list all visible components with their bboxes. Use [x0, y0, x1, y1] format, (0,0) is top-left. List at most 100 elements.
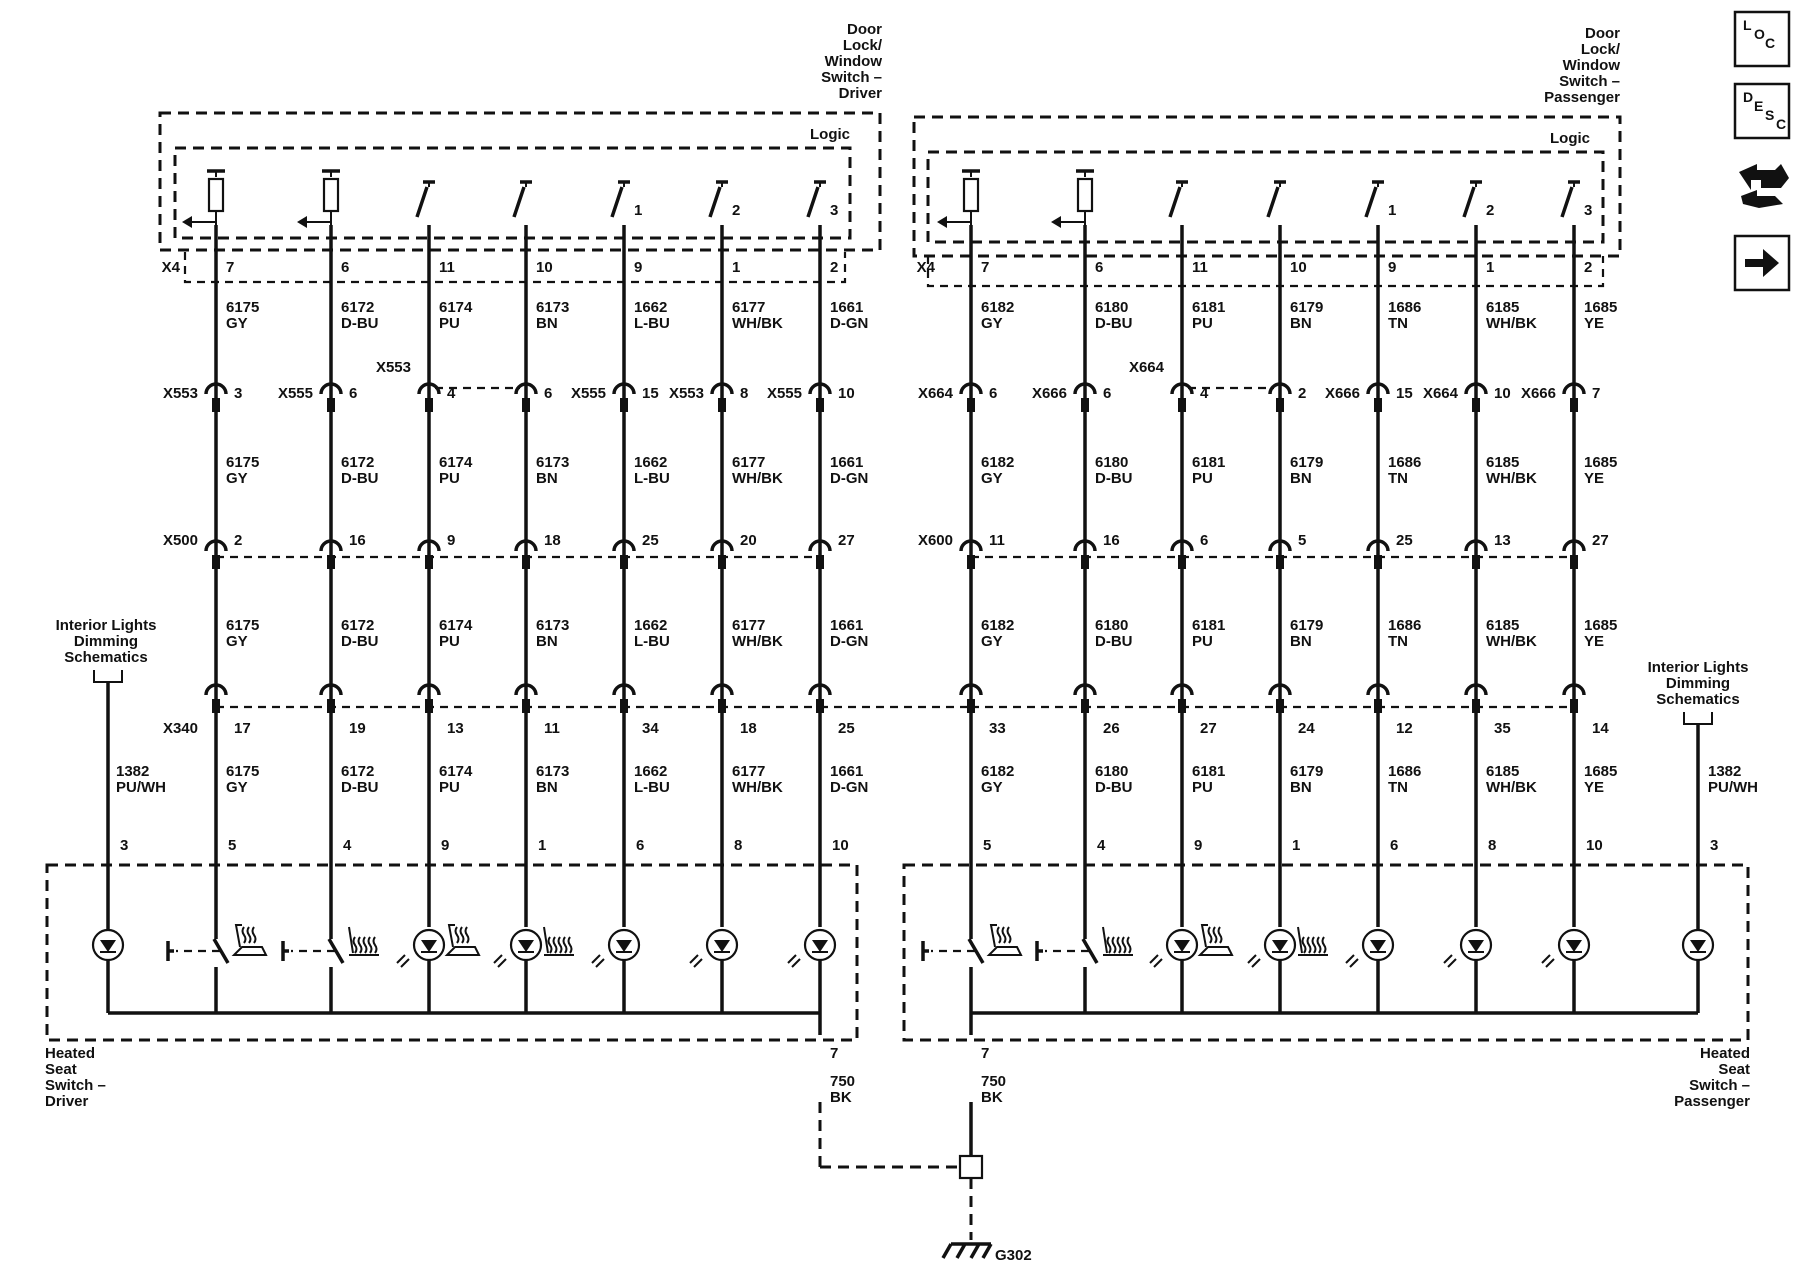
chassis-ground-icon	[941, 1242, 993, 1259]
mid-connector-terminal	[204, 382, 228, 412]
x4-pin: 1	[732, 259, 740, 276]
seat-cushion	[1197, 946, 1234, 956]
heat-wave	[1217, 926, 1223, 944]
pullup-resistor	[207, 177, 225, 213]
connector-end-view-icon[interactable]	[1739, 164, 1789, 208]
circuit-number: 1686	[1388, 763, 1421, 780]
heat-wave	[552, 936, 558, 954]
mid-connector-terminal	[417, 382, 441, 412]
terminal-pin	[425, 398, 433, 412]
door-switch-title-line: Passenger	[1544, 89, 1620, 106]
terminal-pin	[718, 398, 726, 412]
led-ray	[1447, 958, 1457, 968]
logic-label: Logic	[810, 126, 850, 143]
led-ray	[1153, 958, 1163, 968]
door-switch-box	[158, 111, 882, 252]
x500-terminal	[710, 539, 734, 569]
x500-terminal	[1073, 539, 1097, 569]
heat-wave	[1006, 926, 1012, 944]
wire-color: L-BU	[634, 315, 670, 332]
x500-terminal	[417, 539, 441, 569]
illum-circuit-number: 1382	[1708, 763, 1741, 780]
seat-back	[543, 926, 549, 954]
terminal-pin	[1374, 699, 1382, 713]
heated-seat-switch-box	[45, 863, 859, 1042]
circuit-number: 1661	[830, 617, 863, 634]
x340-pin: 19	[349, 720, 366, 737]
heat-wave	[367, 936, 373, 954]
terminal-arc	[1073, 382, 1097, 395]
wire-color: BN	[1290, 470, 1312, 487]
door-switch-title-line: Lock/	[1581, 41, 1621, 58]
ground-circuit-number: 750	[830, 1073, 855, 1090]
led-ray	[1149, 954, 1159, 964]
mid-connector-pin: 2	[1298, 385, 1306, 402]
circuit-number: 6179	[1290, 454, 1323, 471]
led-diode	[421, 940, 437, 952]
terminal-pin	[1472, 699, 1480, 713]
terminal-pin	[967, 699, 975, 713]
pullup-resistor	[1076, 177, 1094, 213]
heated-seat-title: Seat	[45, 1061, 77, 1078]
wire-color: PU	[1192, 470, 1213, 487]
x500-terminal	[1366, 539, 1390, 569]
x500-terminal	[959, 539, 983, 569]
terminal-pin	[1276, 555, 1284, 569]
heat-wave	[1111, 936, 1117, 954]
heat-wave	[567, 936, 573, 954]
x4-pin: 7	[981, 259, 989, 276]
x500-terminal	[514, 539, 538, 569]
wire-color: BN	[536, 633, 558, 650]
illum-circuit-number: 1382	[116, 763, 149, 780]
wire-color: YE	[1584, 633, 1604, 650]
wire-color: GY	[981, 315, 1003, 332]
x4-pin: 2	[1584, 259, 1592, 276]
wire-color: WH/BK	[732, 470, 783, 487]
signal-arrow	[937, 216, 947, 228]
terminal-pin	[425, 699, 433, 713]
led-diode	[518, 940, 534, 952]
ground-wire-color: BK	[981, 1089, 1003, 1106]
terminal-pin	[212, 699, 220, 713]
circuit-number: 1661	[830, 299, 863, 316]
mid-connector-terminal	[1268, 382, 1292, 412]
connector-shape	[1739, 164, 1789, 190]
heated-seat-switch-box	[902, 863, 1750, 1042]
x340-pin: 13	[447, 720, 464, 737]
wire-color: D-BU	[341, 315, 379, 332]
loc-icon[interactable]: LOC	[1733, 10, 1791, 68]
next-page-arrow-icon[interactable]	[1733, 234, 1791, 292]
terminal-pin	[816, 398, 824, 412]
x500-terminal	[1268, 539, 1292, 569]
circuit-number: 1662	[634, 617, 667, 634]
seat-cushion	[444, 946, 481, 956]
x340-terminal	[710, 683, 734, 713]
terminal-arc	[1170, 382, 1194, 395]
circuit-number: 6175	[226, 299, 259, 316]
circuit-number: 1685	[1584, 454, 1617, 471]
seat-back	[234, 924, 242, 948]
terminal-arc	[959, 539, 983, 552]
x500-pin: 2	[234, 532, 242, 549]
led-diode	[1566, 940, 1582, 952]
terminal-arc	[710, 539, 734, 552]
wire-color: D-BU	[341, 470, 379, 487]
terminal-arc	[808, 683, 832, 696]
wire-color: BN	[1290, 779, 1312, 796]
terminal-arc	[710, 683, 734, 696]
circuit-number: 6181	[1192, 617, 1225, 634]
switch-blade	[967, 938, 985, 964]
mid-connector-pin: 6	[349, 385, 357, 402]
wire-color: GY	[226, 470, 248, 487]
terminal-arc	[319, 382, 343, 395]
led-diode	[1272, 940, 1288, 952]
terminal-pin	[620, 398, 628, 412]
wire-color: WH/BK	[1486, 470, 1537, 487]
signal-arrow	[297, 216, 307, 228]
mid-connector-terminal	[1562, 382, 1586, 412]
x340-pin: 24	[1298, 720, 1315, 737]
x340-terminal	[959, 683, 983, 713]
